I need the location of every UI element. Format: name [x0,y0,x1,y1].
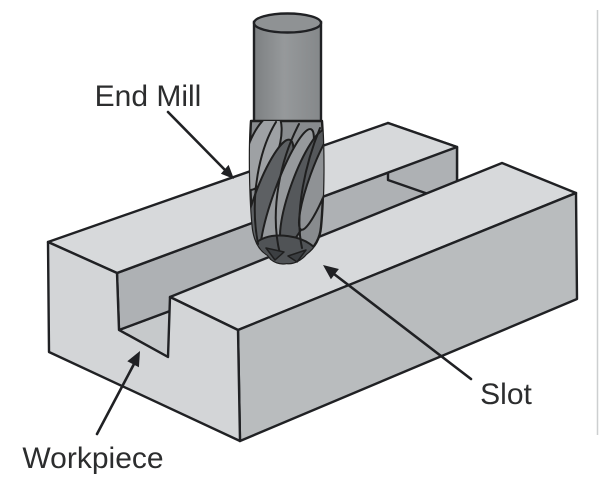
end-mill-arrow-line [166,110,227,172]
end-mill-arrow-head [220,164,234,179]
slot-label: Slot [480,378,532,411]
workpiece-arrow-head [127,351,140,368]
slot-callout: Slot [323,265,533,411]
workpiece-label: Workpiece [22,442,163,475]
end-mill-shank-top [252,12,323,34]
end-mill-label: End Mill [95,80,202,113]
workpiece-callout: Workpiece [22,351,164,475]
left-end-face [46,240,242,443]
workpiece-arrow-line [95,362,136,436]
end-mill-shank [252,20,323,124]
end-mill-callout: End Mill [95,80,234,179]
annotations: End Mill Workpiece Slot [22,80,532,475]
slot-arrow-line [332,272,473,381]
end-mill [248,12,325,265]
end-mill-flute-spirals [249,121,324,264]
end-mill-tip-teeth [265,247,307,263]
slot-arrow-head [323,265,339,280]
